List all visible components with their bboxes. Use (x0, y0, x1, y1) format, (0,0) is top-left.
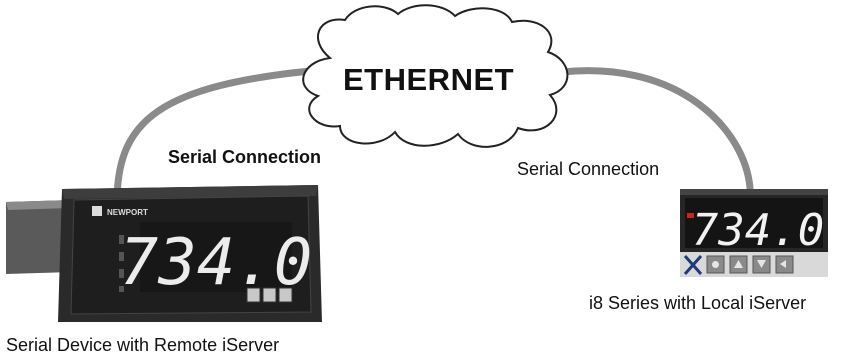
panel-button (262, 287, 277, 303)
serial-cable-right (558, 67, 754, 192)
status-indicators (119, 235, 124, 292)
front-panel-buttons (246, 287, 293, 303)
panel-button (246, 287, 261, 303)
ethernet-cloud (302, 4, 569, 148)
led-display (140, 222, 292, 292)
display-value: 734.0 (692, 205, 824, 256)
menu-icon (712, 261, 719, 268)
panel-button (278, 287, 293, 303)
enter-icon (780, 260, 786, 268)
up-arrow-icon (734, 260, 743, 268)
led-display (685, 198, 823, 248)
remote-device-caption: Serial Device with Remote iServer (6, 335, 280, 355)
mounting-bracket (6, 200, 72, 274)
serial-connection-label-left: Serial Connection (168, 147, 322, 167)
serial-cable-left (113, 66, 324, 204)
brand-logo-icon (683, 255, 703, 275)
remote-serial-device: NEWPORT 734.0 (6, 185, 322, 322)
device-bezel (680, 189, 828, 195)
serial-connection-label-right: Serial Connection (517, 159, 660, 179)
down-arrow-icon (757, 260, 766, 268)
brand-logo-icon (92, 206, 102, 216)
device-brand: NEWPORT (107, 208, 148, 217)
ethernet-label: ETHERNET (343, 62, 515, 97)
indicator-light (687, 213, 694, 218)
i8-series-device: 734.0 (680, 189, 828, 277)
local-device-caption: i8 Series with Local iServer (589, 293, 807, 313)
